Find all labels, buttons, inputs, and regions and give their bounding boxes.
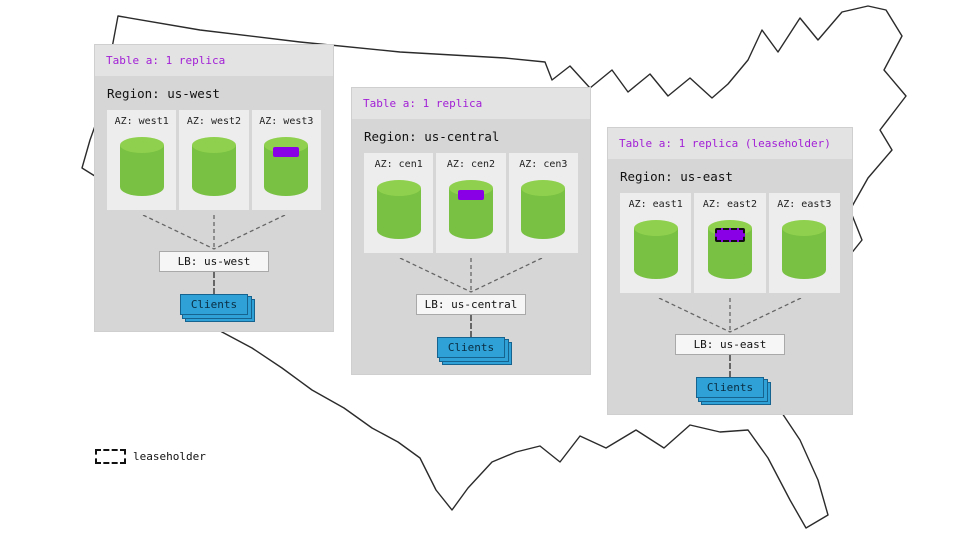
az-box: AZ: east1	[620, 193, 692, 293]
legend-leaseholder-swatch	[95, 449, 126, 464]
lb-clients-connector	[470, 315, 472, 337]
az-box: AZ: west3	[251, 110, 321, 210]
lb-clients-connector	[213, 272, 215, 294]
db-cylinder-icon	[520, 179, 566, 241]
db-cylinder-icon	[448, 179, 494, 241]
clients-box: Clients	[696, 377, 764, 398]
az-label: AZ: cen1	[374, 159, 423, 170]
az-box: AZ: west1	[107, 110, 177, 210]
replica-marker	[273, 147, 300, 157]
db-cylinder-icon	[119, 136, 165, 198]
load-balancer-box: LB: us-east	[675, 334, 785, 355]
az-box: AZ: cen2	[436, 153, 506, 253]
db-cylinder-icon	[633, 219, 679, 281]
db-cylinder-icon	[376, 179, 422, 241]
az-label: AZ: west3	[259, 116, 314, 127]
legend-label: leaseholder	[133, 450, 206, 463]
region-label: Region: us-east	[620, 169, 733, 184]
load-balancer-box: LB: us-central	[416, 294, 526, 315]
az-label: AZ: east1	[628, 199, 683, 210]
az-box: AZ: west2	[179, 110, 249, 210]
region-label: Region: us-west	[107, 86, 220, 101]
az-row: AZ: west1 AZ: west2 AZ: west3	[107, 110, 321, 210]
az-label: AZ: east2	[702, 199, 758, 210]
az-label: AZ: cen3	[519, 159, 568, 170]
az-box: AZ: east3	[768, 193, 840, 293]
load-balancer-box: LB: us-west	[159, 251, 269, 272]
db-cylinder-icon	[191, 136, 237, 198]
legend: leaseholder	[95, 449, 206, 464]
region-panel-us-west: Table a: 1 replica Region: us-west AZ: w…	[95, 45, 333, 331]
az-box: AZ: cen3	[508, 153, 578, 253]
connector-lines	[142, 215, 286, 250]
region-panel-us-east: Table a: 1 replica (leaseholder) Region:…	[608, 128, 852, 414]
az-label: AZ: west2	[186, 116, 242, 127]
db-cylinder-icon	[781, 219, 827, 281]
az-label: AZ: cen2	[446, 159, 496, 170]
table-replica-header: Table a: 1 replica (leaseholder)	[608, 128, 852, 159]
connector-lines	[399, 258, 543, 293]
az-row: AZ: cen1 AZ: cen2 AZ: cen3	[364, 153, 578, 253]
clients-box: Clients	[437, 337, 505, 358]
clients-box: Clients	[180, 294, 248, 315]
lb-clients-connector	[729, 355, 731, 377]
db-cylinder-icon	[707, 219, 753, 281]
az-box: AZ: east2	[694, 193, 766, 293]
region-label: Region: us-central	[364, 129, 500, 144]
connector-lines	[658, 298, 802, 333]
az-row: AZ: east1 AZ: east2 AZ: east3	[620, 193, 840, 293]
az-box: AZ: cen1	[364, 153, 434, 253]
az-label: AZ: east3	[777, 199, 832, 210]
table-replica-header: Table a: 1 replica	[95, 45, 333, 76]
db-cylinder-icon	[263, 136, 309, 198]
replica-marker	[457, 190, 484, 200]
region-panel-us-central: Table a: 1 replica Region: us-central AZ…	[352, 88, 590, 374]
az-label: AZ: west1	[114, 116, 169, 127]
replica-marker	[714, 228, 745, 242]
table-replica-header: Table a: 1 replica	[352, 88, 590, 119]
